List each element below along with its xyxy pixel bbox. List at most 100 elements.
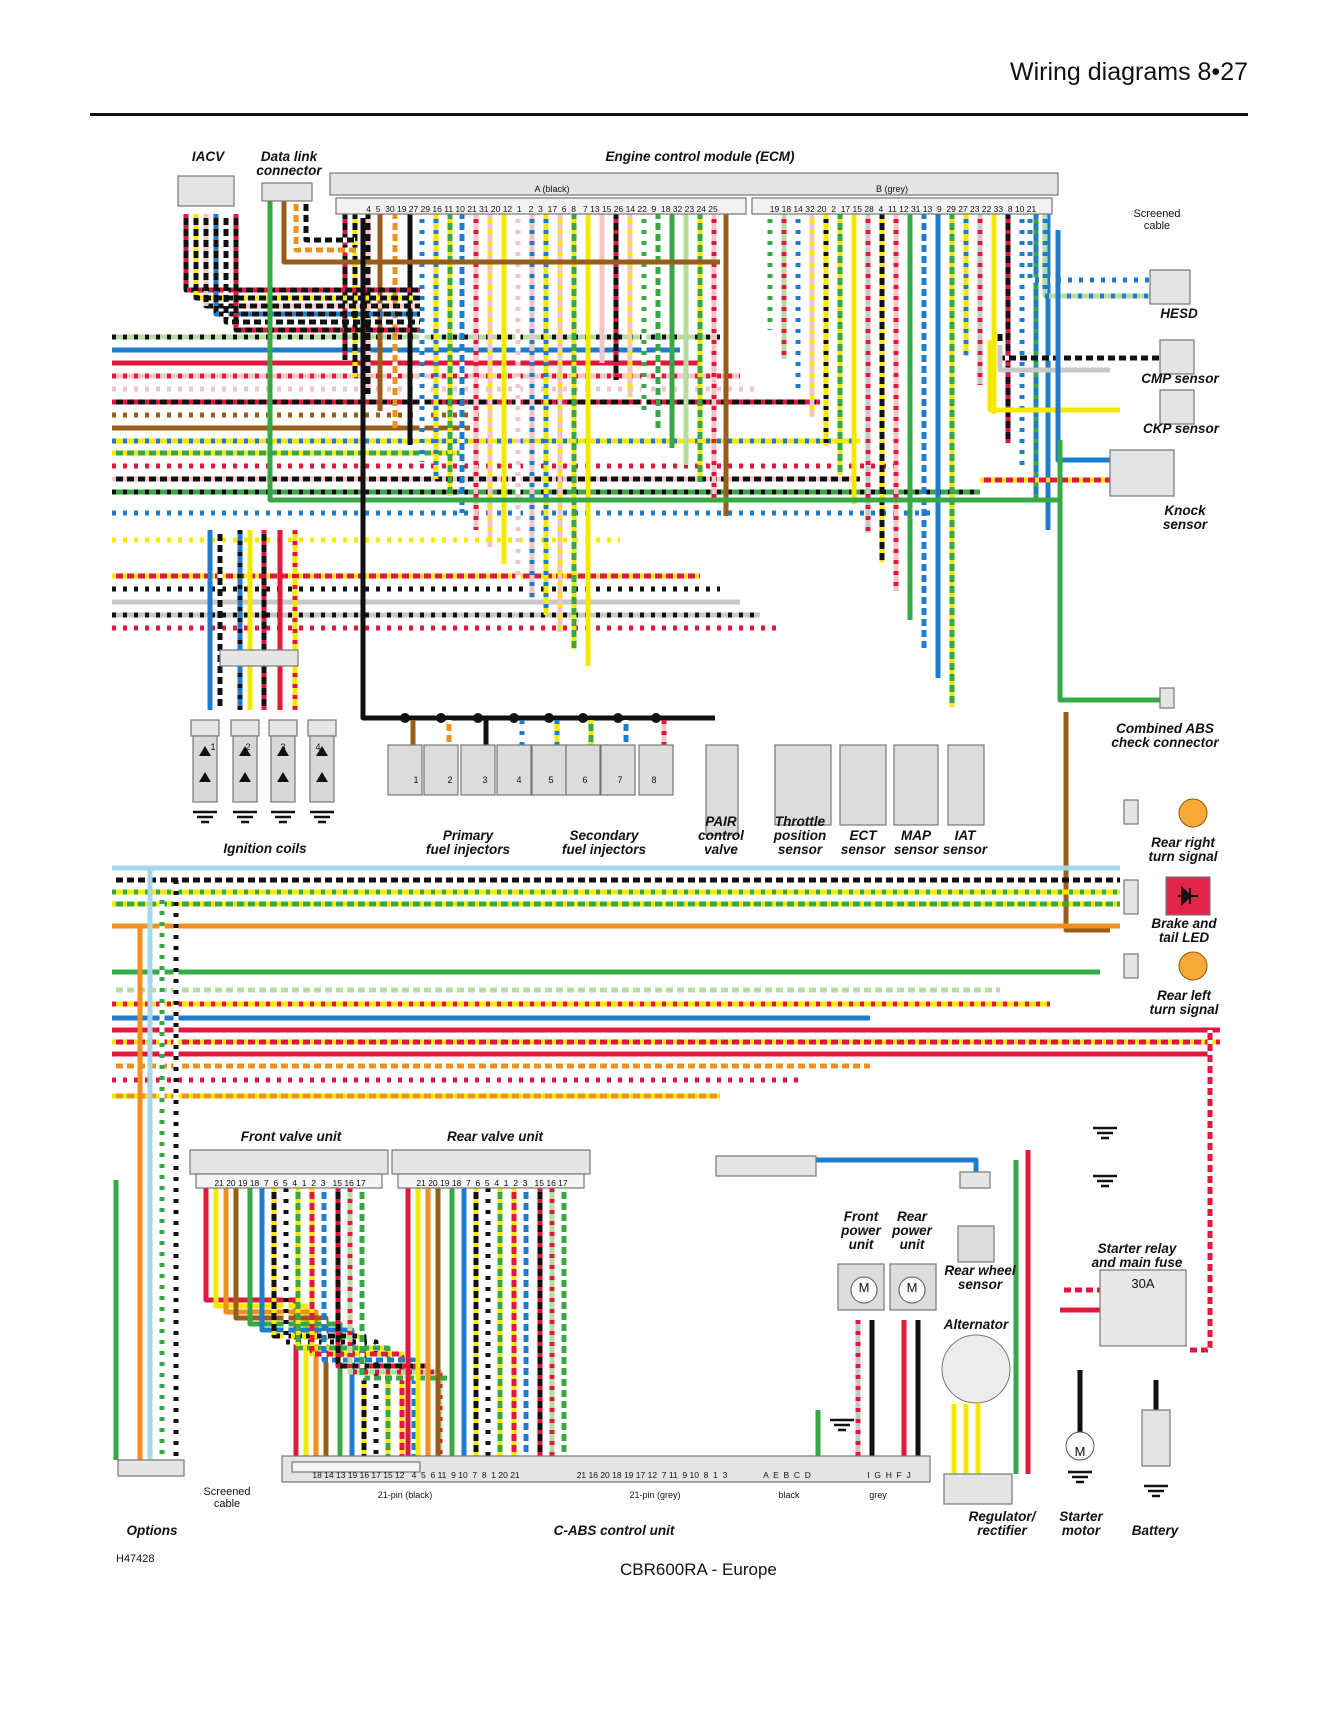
rear-left-connector	[1123, 953, 1139, 979]
coil-arrow-icon	[277, 746, 289, 782]
map-label: MAP sensor	[893, 828, 939, 857]
led-icon	[1178, 885, 1198, 907]
injector-number-6: 6	[582, 775, 588, 785]
starter-relay-label: Starter relay and main fuse	[1091, 1241, 1183, 1270]
pair-label: PAIR control valve	[698, 814, 744, 857]
cabs-junction-connector	[715, 1155, 817, 1177]
rear-left-bulb-icon	[1178, 951, 1208, 981]
iat-sensor	[947, 744, 985, 826]
wire-tracer	[303, 200, 355, 243]
cabs-21-grey-label: 21-pin (grey)	[629, 1490, 681, 1500]
data-link-wire	[293, 200, 360, 253]
abs-check-wire	[1063, 712, 1110, 933]
primary-injectors-label: Primary fuel injectors	[425, 828, 511, 857]
ignition-coils-label: Ignition coils	[223, 841, 307, 856]
junction-dot	[473, 713, 483, 723]
coil-arrow-icon	[199, 746, 211, 782]
screened-cable-top-label: Screened cable	[1133, 208, 1181, 232]
coil-connector	[219, 649, 299, 667]
rear-right-connector	[1123, 799, 1139, 825]
front-valve-pins: 21 20 19 18 7 6 5 4 1 2 3 15 16 17	[214, 1178, 366, 1188]
iacv-wire	[233, 214, 420, 333]
ect-sensor	[839, 744, 887, 826]
ignition-coil-2-connector	[230, 719, 260, 737]
ground-icon	[1093, 1174, 1117, 1188]
secondary-injectors-label: Secondary fuel injectors	[561, 828, 647, 857]
wire-tracer	[193, 214, 420, 301]
front-power-label: Front power unit	[841, 1209, 881, 1252]
throttle-position-sensor	[774, 744, 832, 826]
wire-tracer	[347, 1188, 443, 1460]
regulator-rectifier	[943, 1473, 1013, 1505]
ignition-coil-3-connector	[268, 719, 298, 737]
ground-icon	[830, 1418, 854, 1432]
cabs-label: C-ABS control unit	[553, 1523, 675, 1538]
fuel-injector-4	[496, 744, 532, 796]
ecm-b-pin-strip	[751, 197, 1053, 215]
fuel-injector-8	[638, 744, 674, 796]
coil-number-3: 3	[280, 742, 286, 752]
regulator-label: Regulator/ rectifier	[968, 1509, 1036, 1538]
junction-dot	[578, 713, 588, 723]
hesd-label: HESD	[1160, 306, 1198, 321]
ignition-coil-4-connector	[307, 719, 337, 737]
ecm-a-pins: 4 5 30 19 27 29 16 11 10 21 31 20 12 1 2…	[366, 204, 718, 214]
cabs-black-label: black	[778, 1490, 800, 1500]
coil-number-2: 2	[245, 742, 251, 752]
wire-tracer	[309, 1188, 405, 1460]
wire-tracer	[1186, 1030, 1213, 1353]
ckp-sensor	[1159, 389, 1195, 425]
cmp-sensor	[1159, 339, 1195, 375]
front-valve-wire	[259, 1188, 355, 1460]
wire-tracer	[203, 214, 420, 309]
ecm-b-label: B (grey)	[875, 184, 909, 194]
wire-tracer	[1042, 208, 1160, 299]
wire-tracer	[321, 1188, 417, 1460]
wire-tracer	[213, 214, 420, 317]
combined-abs-label: Combined ABS check connector	[1111, 721, 1219, 750]
data-link-wire	[267, 200, 1060, 503]
options-connector	[117, 1459, 185, 1477]
ground-icon	[233, 810, 257, 824]
ecm-b-pins: 19 18 14 32 20 2 17 15 28 4 11 12 31 13 …	[769, 204, 1037, 214]
data-link-label: Data link connector	[256, 149, 322, 178]
rear-power-label: Rear power unit	[892, 1209, 932, 1252]
rear-right-label: Rear right turn signal	[1148, 835, 1218, 864]
cabs-pins-1: 18 14 13 19 16 17 15 12 4 5 6 11 9 10 7 …	[312, 1470, 520, 1480]
tps-label: Throttle position sensor	[773, 814, 827, 857]
ignition-coil-4	[309, 735, 335, 803]
alternator-label: Alternator	[943, 1317, 1009, 1332]
data-link-wire	[281, 200, 720, 265]
injector-number-5: 5	[548, 775, 554, 785]
data-link-connector	[261, 182, 313, 202]
junction-dot	[544, 713, 554, 723]
cmp-wire	[997, 330, 1170, 361]
cabs-pins-2: 21 16 20 18 19 17 12 7 11 9 10 8 1 3	[576, 1470, 728, 1480]
knock-wire	[1055, 230, 1110, 463]
wire-tracer	[223, 214, 420, 325]
rear-valve-label: Rear valve unit	[446, 1129, 544, 1144]
injector-number-7: 7	[617, 775, 623, 785]
knock-sensor	[1109, 449, 1175, 497]
starter-motor-icon	[1065, 1431, 1095, 1461]
rear-left-label: Rear left turn signal	[1149, 988, 1219, 1017]
fuel-injector-6	[565, 744, 601, 796]
fuel-injector-3	[460, 744, 496, 796]
abs-check-wire	[1057, 440, 1160, 703]
ground-icon	[310, 810, 334, 824]
coil-number-1: 1	[210, 742, 216, 752]
iacv-connector	[177, 175, 235, 207]
alternator-icon	[941, 1334, 1011, 1404]
ecm-a-label: A (black)	[534, 184, 570, 194]
rear-motor-icon	[898, 1276, 926, 1304]
reference-code: H47428	[116, 1553, 155, 1565]
battery-icon	[1141, 1409, 1171, 1467]
rear-valve-unit	[391, 1149, 591, 1175]
wire-tracer	[1027, 208, 1160, 283]
wire-tracer	[295, 1188, 391, 1460]
fuse-rating: 30A	[1131, 1276, 1155, 1291]
wire-tracer	[183, 214, 420, 293]
brake-tail-label: Brake and tail LED	[1151, 916, 1217, 945]
ckp-label: CKP sensor	[1142, 421, 1220, 436]
